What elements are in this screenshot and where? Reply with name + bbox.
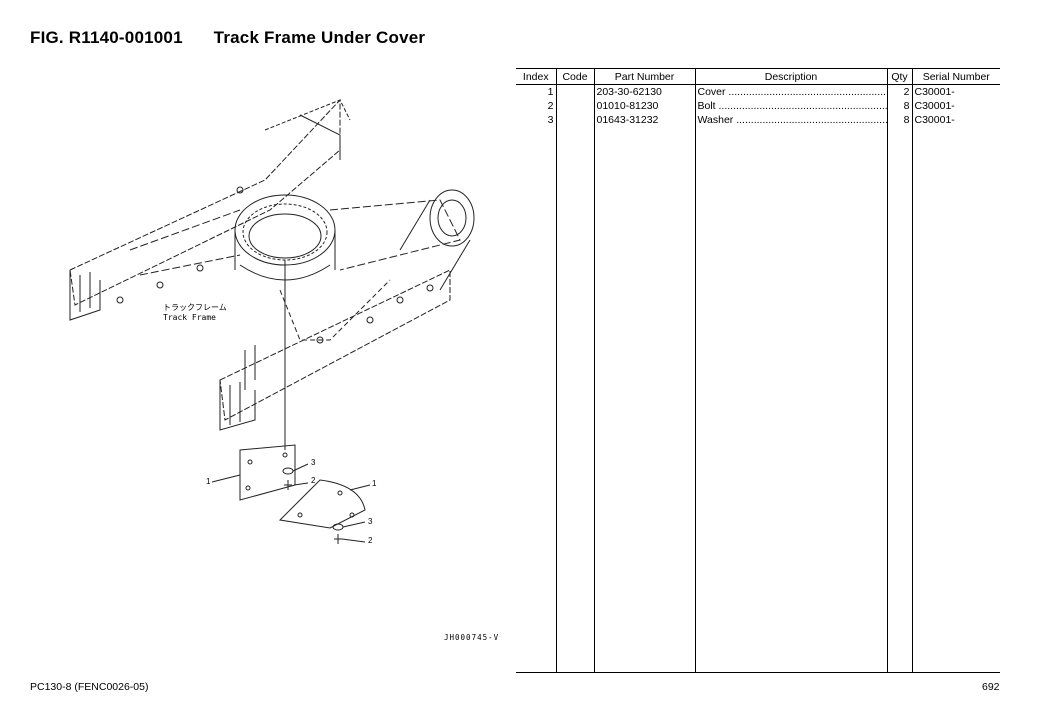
callout-1-right: 1	[372, 479, 377, 488]
filler-cell	[555, 127, 594, 673]
row-qty: 2	[886, 84, 912, 99]
track-frame-illustration: 1 2 3 1 3 2	[40, 90, 520, 660]
row-qty: 8	[886, 99, 912, 113]
row-part-number: 01643-31232	[593, 113, 695, 127]
table-filler-row	[516, 127, 1000, 673]
figure-title: Track Frame Under Cover	[213, 28, 426, 47]
row-serial-number: C30001-	[911, 99, 1000, 113]
row-description-text: Washer	[698, 114, 888, 126]
figure-header: FIG. R1140-001001 Track Frame Under Cove…	[30, 28, 425, 48]
filler-cell	[516, 127, 556, 673]
row-code	[555, 99, 594, 113]
table-row: 1 203-30-62130 Cover 2 C30001-	[516, 84, 1000, 99]
parts-table-container: Index Code Part Number Description Qty S…	[516, 68, 1000, 673]
row-index: 2	[547, 100, 554, 112]
column-header-description: Description	[694, 68, 887, 85]
track-frame-label: トラックフレーム Track Frame	[163, 303, 227, 323]
filler-cell	[886, 127, 912, 673]
filler-cell	[593, 127, 695, 673]
filler-cell	[911, 127, 1000, 673]
page-number: 692	[982, 681, 1000, 693]
parts-table: Index Code Part Number Description Qty S…	[516, 68, 1000, 673]
callout-3-lower: 3	[368, 517, 373, 526]
row-description-text: Cover	[698, 86, 888, 98]
callout-2-lower: 2	[368, 536, 373, 545]
row-description: Cover	[694, 84, 888, 99]
figure-number: FIG. R1140-001001	[30, 28, 183, 47]
row-description-text: Bolt	[698, 100, 888, 112]
filler-cell	[694, 127, 887, 673]
row-serial-number: C30001-	[911, 84, 1000, 99]
footer-model: PC130-8 (FENC0026-05)	[30, 681, 149, 693]
callout-2-upper: 2	[311, 476, 316, 485]
callout-3-upper: 3	[311, 458, 316, 467]
row-index: 1	[547, 86, 554, 98]
row-serial-number: C30001-	[911, 113, 1000, 127]
column-header-code: Code	[555, 68, 594, 85]
drawing-code: JH000745-V	[444, 633, 500, 642]
table-row: 3 01643-31232 Washer 8 C30001-	[516, 113, 1000, 127]
row-code	[555, 113, 594, 127]
column-header-part-number: Part Number	[593, 68, 695, 85]
track-frame-drawing	[69, 98, 475, 544]
callout-1-left: 1	[206, 477, 211, 486]
column-header-serial-number: Serial Number	[911, 68, 1000, 85]
track-frame-label-jp: トラックフレーム	[163, 303, 227, 312]
row-description: Washer	[694, 113, 888, 127]
column-header-index: Index	[516, 68, 556, 85]
row-index: 3	[547, 114, 554, 126]
row-qty: 8	[886, 113, 912, 127]
table-header-row: Index Code Part Number Description Qty S…	[516, 68, 1000, 85]
row-description: Bolt	[694, 99, 888, 113]
table-row: 2 01010-81230 Bolt 8 C30001-	[516, 99, 1000, 113]
row-part-number: 203-30-62130	[593, 84, 695, 99]
column-header-qty: Qty	[886, 68, 912, 85]
row-code	[555, 84, 594, 99]
row-part-number: 01010-81230	[593, 99, 695, 113]
track-frame-label-en: Track Frame	[163, 313, 216, 322]
